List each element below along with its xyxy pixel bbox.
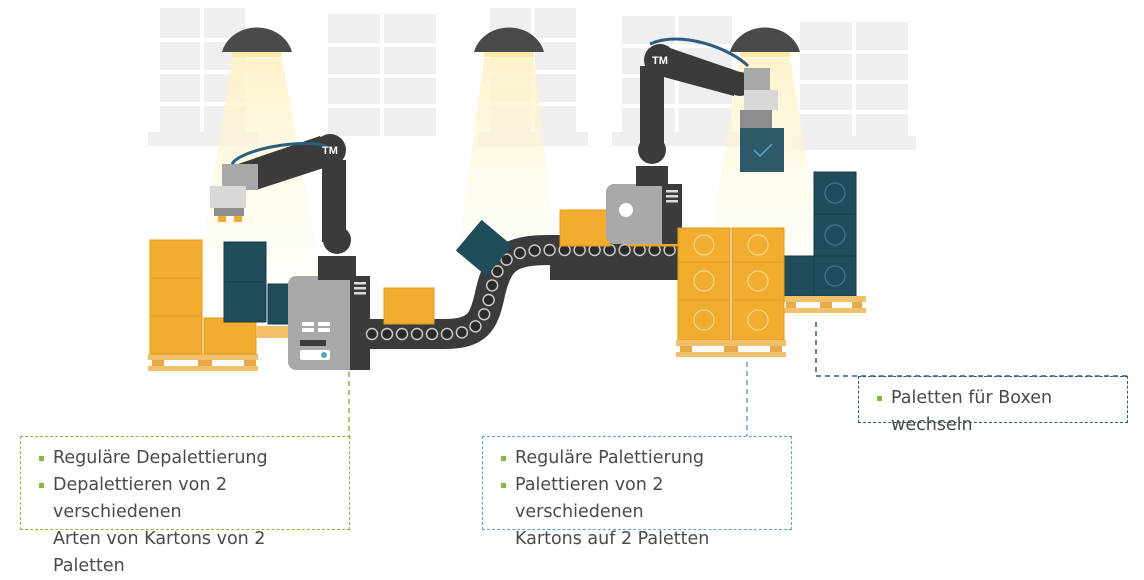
conveyor-box-tilted (455, 219, 513, 277)
conveyor-roller (482, 293, 495, 307)
conveyor-roller (440, 327, 454, 341)
robot-right-logo: TM (652, 55, 668, 67)
ceiling-lamp-3 (730, 27, 800, 57)
pal-stack-dark (779, 171, 857, 297)
robot-left (210, 134, 370, 370)
conveyor-roller (469, 320, 482, 333)
pal-pallet-front (676, 340, 786, 357)
conveyor-roller (477, 308, 491, 321)
callout-pallet-change: Paletten für Boxen wechseln (858, 376, 1128, 435)
conveyor-box-1 (383, 287, 435, 325)
window-2 (328, 14, 436, 136)
ceiling-lamp-2 (474, 27, 544, 57)
conveyor-roller (425, 327, 439, 341)
conveyor-roller (491, 265, 504, 278)
callout-item-continuation: Kartons auf 2 Paletten (515, 529, 710, 549)
conveyor-roller (455, 326, 469, 339)
conveyor-roller (395, 327, 409, 341)
robot-left-logo: TM (322, 145, 338, 157)
conveyor-roller (365, 327, 379, 341)
pal-stack-orange (677, 227, 785, 341)
conveyor-roller (380, 327, 394, 341)
connector-change (815, 322, 1128, 377)
pal-pallet-back (782, 296, 866, 313)
depal-boxes-orange (149, 239, 257, 355)
callout-item: Palettieren von 2 verschiedenen (501, 472, 781, 526)
conveyor-roller (410, 327, 424, 341)
callout-depalletizing: Reguläre Depalettierung Depalettieren vo… (20, 436, 350, 576)
callout-item: Depalettieren von 2 verschiedenen (39, 472, 339, 526)
depal-pallet-left (148, 354, 258, 371)
ceiling-lamp-1 (222, 27, 292, 57)
callout-palletizing: Reguläre Palettierung Palettieren von 2 … (482, 436, 792, 549)
conveyor-roller (513, 246, 527, 260)
callout-item: Paletten für Boxen wechseln (877, 385, 1117, 439)
conveyor-roller (500, 253, 513, 266)
conveyor-roller (543, 243, 556, 257)
callout-item: Reguläre Depalettierung (39, 445, 339, 472)
conveyor-roller (618, 243, 631, 257)
factory-scene: TM TM (148, 8, 1128, 436)
callout-item: Reguläre Palettierung (501, 445, 781, 472)
depal-pallet-right (256, 326, 298, 338)
conveyor-belt (365, 235, 690, 349)
conveyor-roller (485, 279, 499, 292)
robot-right (606, 37, 784, 244)
callout-item-continuation: Arten von Kartons von 2 Paletten (53, 529, 266, 576)
window-5 (792, 22, 916, 150)
conveyor-box-2 (559, 209, 611, 247)
conveyor-roller (528, 244, 541, 257)
